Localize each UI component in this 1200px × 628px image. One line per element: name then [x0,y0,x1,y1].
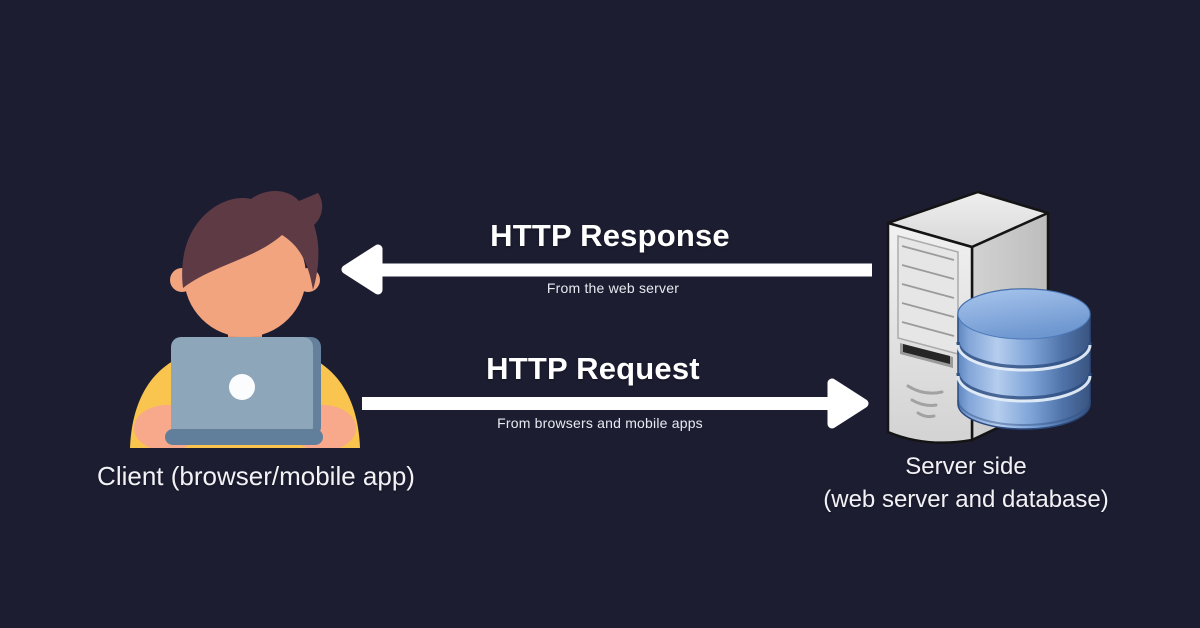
client-label: Client (browser/mobile app) [97,461,415,491]
response-title: HTTP Response [490,218,730,253]
laptop-logo [229,374,255,400]
server-label: Server side (web server and database) [766,450,1166,516]
server-front-panel [897,235,959,355]
server-drive-slot [900,343,953,368]
server-illustration [878,186,1110,452]
request-title: HTTP Request [486,351,700,386]
person-at-laptop-icon [130,190,360,448]
request-subtitle: From browsers and mobile apps [497,415,703,431]
server-label-line2: (web server and database) [823,486,1109,513]
server-vents [906,384,944,419]
arrow-right-icon [362,378,869,429]
laptop-base [165,429,323,445]
server-tower-icon [886,190,1092,444]
client-illustration [125,190,365,448]
response-subtitle: From the web server [546,280,680,296]
response-arrow [330,242,882,298]
database-cylinder-icon [956,288,1092,430]
request-arrow [348,374,888,432]
person-hair [182,190,323,290]
server-label-line1: Server side [905,453,1027,480]
arrow-left-icon [341,244,872,295]
